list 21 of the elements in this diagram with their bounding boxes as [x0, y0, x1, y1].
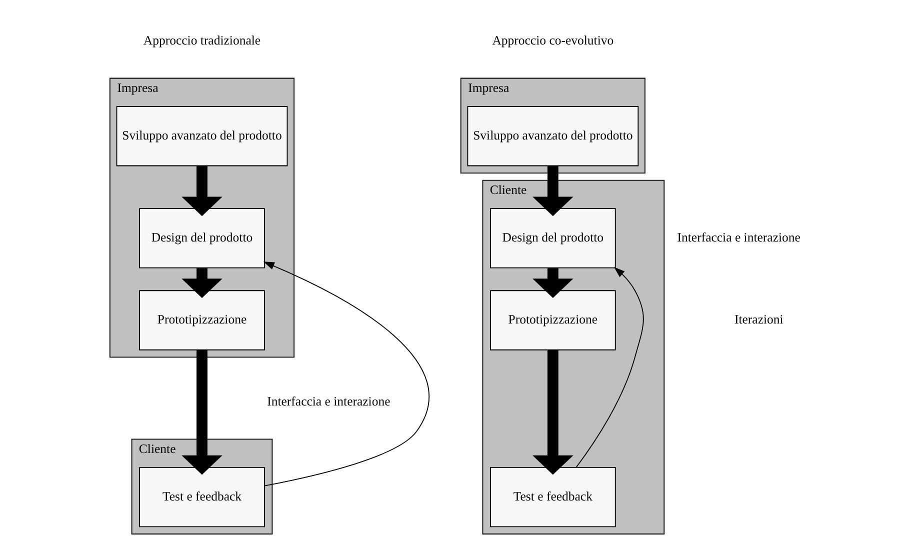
arrow	[532, 268, 573, 298]
arrow	[181, 350, 222, 475]
node-box: Design del prodotto	[490, 208, 616, 268]
node-box: Sviluppo avanzato del prodotto	[466, 106, 638, 166]
node-box: Test e feedback	[138, 467, 264, 528]
node-box: Prototipizzazione	[138, 290, 264, 350]
label: Interfaccia e interazione	[266, 394, 390, 409]
node-box: Prototipizzazione	[490, 290, 616, 350]
arrow	[181, 166, 222, 216]
node-box: Sviluppo avanzato del prodotto	[116, 106, 288, 166]
arrow	[262, 262, 429, 486]
label: Iterazioni	[734, 312, 783, 327]
arrow	[532, 166, 573, 216]
label: Approccio tradizionale	[142, 34, 260, 48]
arrow	[575, 267, 644, 468]
label: Approccio co-evolutivo	[492, 34, 614, 48]
arrow	[181, 268, 222, 298]
arrow	[532, 350, 573, 475]
label: Interfaccia e interazione	[676, 230, 800, 245]
node-box: Design del prodotto	[138, 208, 264, 268]
node-box: Test e feedback	[490, 467, 616, 528]
